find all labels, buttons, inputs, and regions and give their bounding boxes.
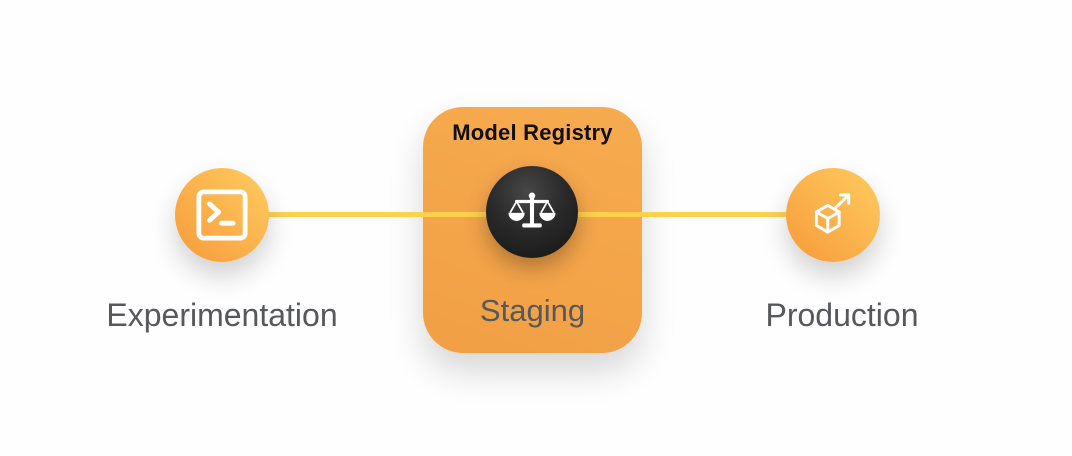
- registry-dark-circle: [486, 166, 578, 258]
- model-registry-title: Model Registry: [452, 120, 613, 145]
- experimentation-node: [175, 168, 269, 262]
- model-registry-card: Model Registry Staging: [423, 107, 642, 353]
- experimentation-label: Experimentation: [106, 297, 338, 333]
- balance-scale-icon: [506, 186, 558, 238]
- terminal-icon: [195, 188, 249, 242]
- staging-label: Staging: [479, 293, 586, 328]
- production-label: Production: [765, 297, 919, 333]
- production-node: [786, 168, 880, 262]
- deploy-cube-icon: [805, 187, 861, 243]
